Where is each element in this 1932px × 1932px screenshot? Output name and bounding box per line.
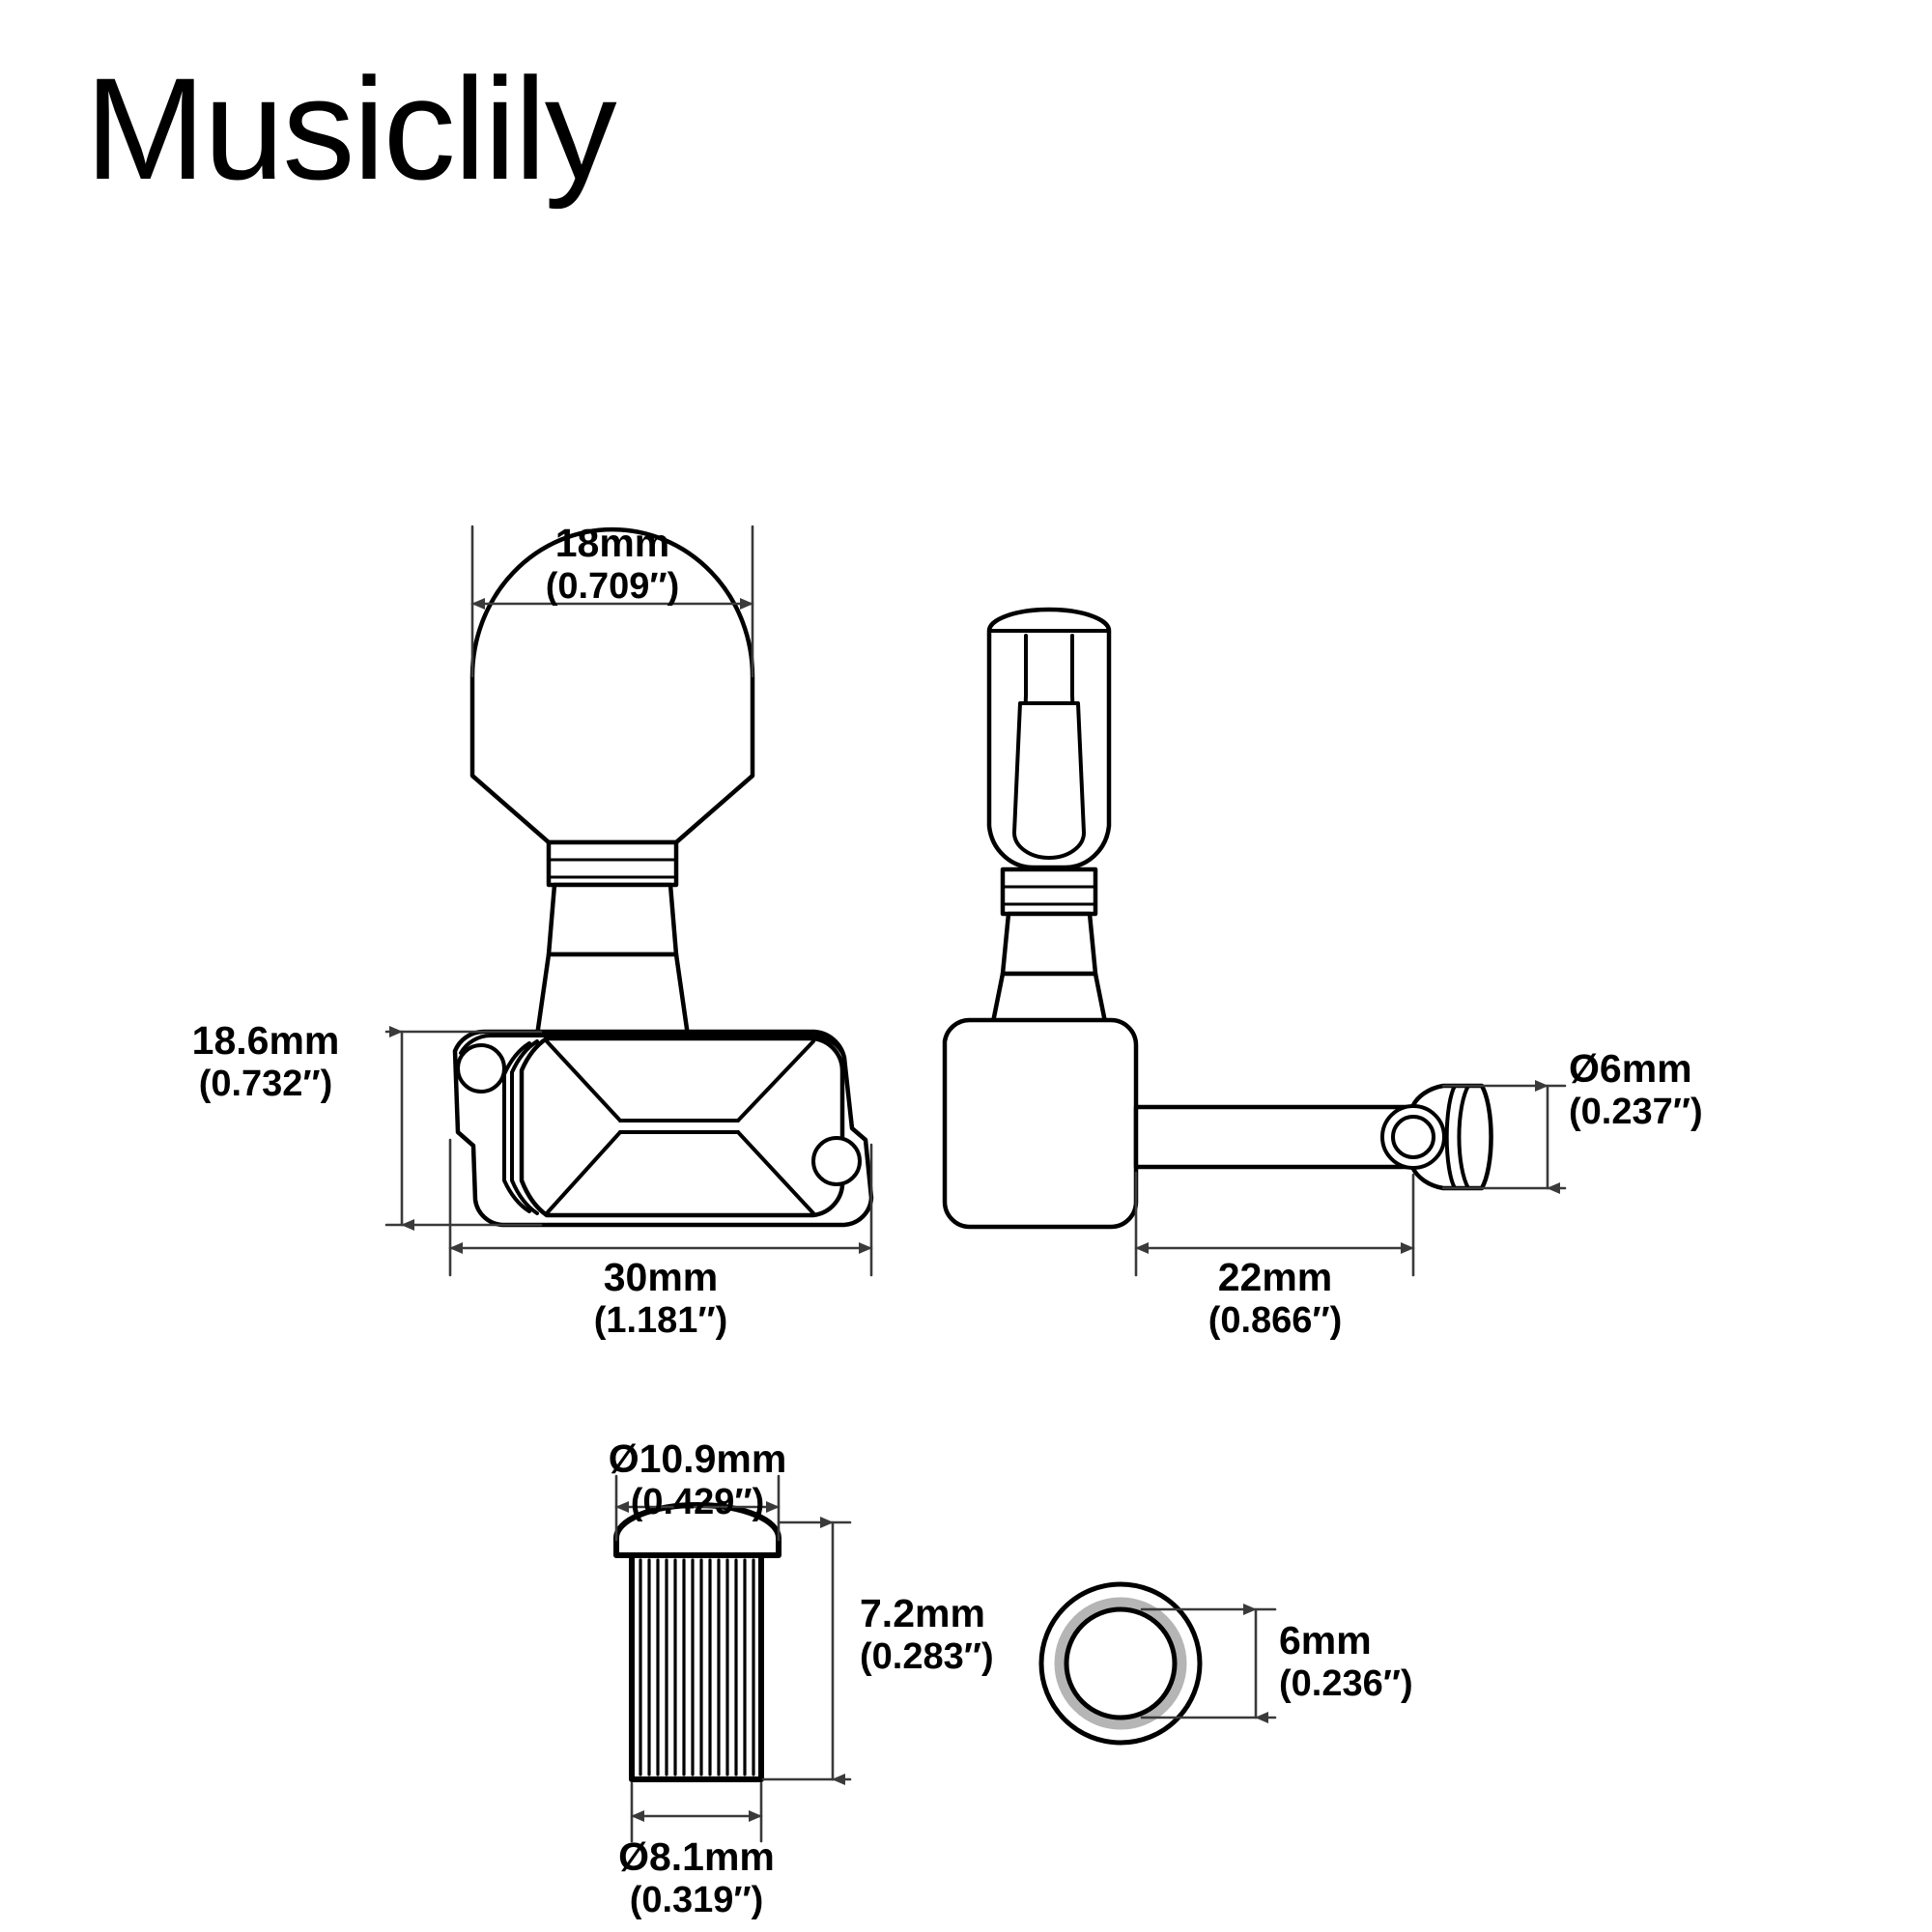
gear-housing-cover — [519, 1036, 845, 1218]
dim-label-housing-height: 18.6mm (0.732″) — [145, 1018, 386, 1104]
washer-view-group — [1038, 1581, 1203, 1746]
dim-secondary-d81mm: (0.319″) — [629, 1879, 764, 1920]
cover-facet-bl — [545, 1130, 622, 1215]
post-end-cap — [1457, 1084, 1470, 1190]
button-neck-collar — [546, 839, 679, 888]
gear-cover-rim-2 — [502, 1041, 531, 1213]
screw-hole-lower-right — [811, 1136, 862, 1186]
dim-primary-30mm: 30mm — [603, 1255, 719, 1299]
bushing-view-group — [613, 1502, 781, 1782]
button-neck-shaft — [546, 882, 679, 957]
dim-label-bushing-flange-diameter: Ø10.9mm (0.429″) — [572, 1436, 823, 1522]
string-hole-inner — [1391, 1115, 1435, 1159]
gear-housing-side — [942, 1017, 1139, 1230]
front-view-group — [452, 526, 874, 1228]
dimension-lines — [384, 525, 1567, 1843]
dim-primary-d109mm: Ø10.9mm — [608, 1436, 787, 1481]
dim-primary-186mm: 18.6mm — [191, 1018, 340, 1063]
dim-secondary-22mm: (0.866″) — [1208, 1299, 1343, 1341]
dim-secondary-72mm: (0.283″) — [860, 1635, 994, 1677]
dim-label-button-width: 18mm (0.709″) — [516, 521, 709, 607]
brand-logo: Musiclily — [85, 47, 617, 210]
bushing-knurl-lines — [639, 1558, 755, 1776]
button-side-shaft — [1000, 911, 1098, 977]
dim-primary-d6mm: Ø6mm — [1569, 1046, 1692, 1091]
dim-label-bushing-body-diameter: Ø8.1mm (0.319″) — [571, 1834, 822, 1920]
dim-label-housing-width: 30mm (1.181″) — [564, 1255, 757, 1341]
dim-secondary-d109mm: (0.429″) — [630, 1481, 765, 1522]
washer-inner-bore — [1064, 1606, 1178, 1720]
dim-secondary-186mm: (0.732″) — [198, 1063, 333, 1104]
dim-secondary-30mm: (1.181″) — [593, 1299, 728, 1341]
dim-label-washer-bore-diameter: 6mm (0.236″) — [1279, 1618, 1520, 1704]
dim-label-bushing-height: 7.2mm (0.283″) — [860, 1591, 1101, 1677]
dim-primary-d81mm: Ø8.1mm — [618, 1834, 775, 1879]
cover-facet-tr — [736, 1039, 815, 1122]
button-side-inner-face — [1012, 701, 1086, 860]
cover-facet-br — [736, 1130, 815, 1215]
gear-cover-rim-1 — [510, 1039, 539, 1215]
button-side-collar — [1000, 867, 1098, 917]
cover-facet-tl — [545, 1039, 622, 1122]
dim-secondary-d6mm: (0.237″) — [1569, 1091, 1703, 1132]
dim-label-post-diameter: Ø6mm (0.237″) — [1569, 1046, 1839, 1132]
dim-secondary-18mm: (0.709″) — [545, 565, 680, 607]
dim-primary-6mm: 6mm — [1279, 1618, 1372, 1662]
side-view-group — [942, 607, 1493, 1230]
gear-cover-outline-outer — [459, 1034, 846, 1059]
dim-label-post-length: 22mm (0.866″) — [1179, 1255, 1372, 1341]
screw-hole-upper-left — [456, 1043, 506, 1094]
washer-shade-ring — [1054, 1597, 1187, 1730]
post-end-cap-2 — [1444, 1084, 1457, 1190]
dim-primary-72mm: 7.2mm — [860, 1591, 985, 1635]
dim-primary-22mm: 22mm — [1217, 1255, 1333, 1299]
bushing-knurled-body — [629, 1552, 764, 1782]
dim-secondary-6mm: (0.236″) — [1279, 1662, 1413, 1704]
dim-primary-18mm: 18mm — [554, 521, 670, 565]
